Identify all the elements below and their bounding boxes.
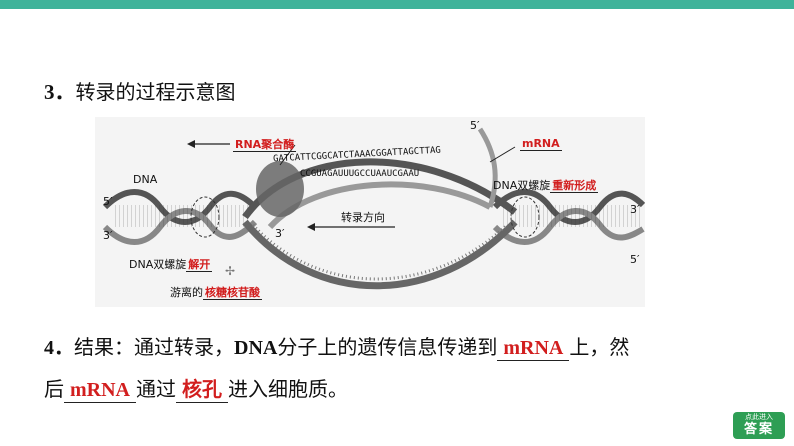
answer-blank-1: mRNA [497, 337, 569, 361]
helix-unwind-label: DNA双螺旋解开 [129, 256, 212, 272]
left-helix-rungs [115, 205, 250, 227]
coding-strand-lower [245, 222, 515, 286]
answer-button-label: 答案 [733, 422, 785, 437]
three-prime-right: 3′ [630, 203, 640, 216]
answer-button-caption: 点此进入 [733, 412, 785, 422]
right-helix-rungs [500, 205, 640, 227]
mrna-label: mRNA [520, 137, 562, 150]
helix-reform-label: DNA双螺旋重新形成 [493, 177, 598, 193]
rna-polymerase-label: RNA聚合酶 [233, 136, 296, 152]
seq-bottom: CCGUAGAUUUGCCUAAUCGAAU [300, 169, 419, 179]
answer-blank-3: 核孔 [176, 373, 228, 403]
dna-label: DNA [133, 173, 157, 186]
three-prime-mid: 3′ [275, 227, 285, 240]
five-prime-top: 5′ [470, 119, 480, 132]
section-heading: 3．转录的过程示意图 [44, 76, 236, 106]
five-prime-left: 5′ [103, 195, 113, 208]
answer-blank-2: mRNA [64, 379, 136, 403]
heading-number: 3． [44, 80, 76, 104]
direction-label: 转录方向 [341, 209, 385, 225]
transcription-diagram: ✢ GATCATTCGGCATCTAAACGGATTAGCTTAG CCGUAG… [95, 117, 645, 307]
heading-text: 转录的过程示意图 [76, 80, 236, 104]
free-nucleotide-label: 游离的核糖核苷酸 [170, 284, 262, 300]
svg-text:✢: ✢ [225, 264, 235, 278]
rna-polymerase-blob [256, 161, 304, 217]
five-prime-right: 5′ [630, 253, 640, 266]
top-accent-bar [0, 0, 794, 9]
show-answer-button[interactable]: 点此进入 答案 [733, 412, 785, 439]
three-prime-left: 3′ [103, 229, 113, 242]
